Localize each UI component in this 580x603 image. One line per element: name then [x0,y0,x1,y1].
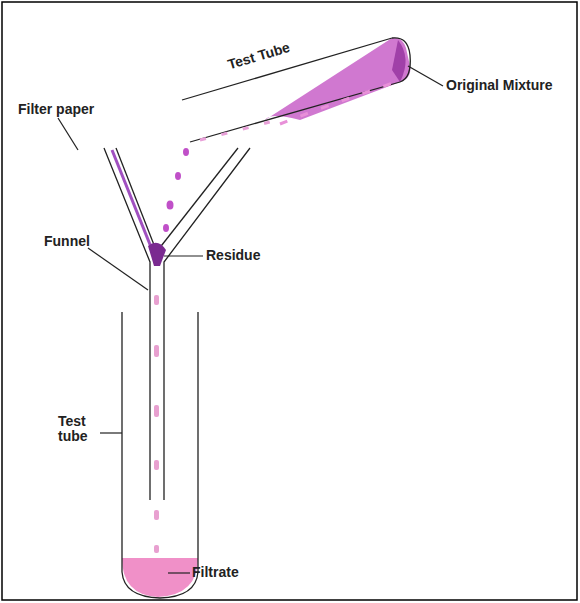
tube-label: Test Tube [226,40,292,73]
lower-test-tube [122,312,198,598]
funnel [104,148,250,500]
falling-drops [163,148,189,232]
tilted-test-tube [182,38,410,142]
leader-lines [58,66,443,573]
stem-drops [154,295,159,553]
filter-paper [112,150,153,252]
part-label: Funnel [44,234,90,249]
part-label: Filter paper [18,102,94,117]
part-label: Original Mixture [446,78,553,93]
part-label: Filtrate [192,565,239,580]
part-label: Test tube [58,414,100,445]
residue [148,243,166,266]
part-label: Residue [206,248,260,263]
